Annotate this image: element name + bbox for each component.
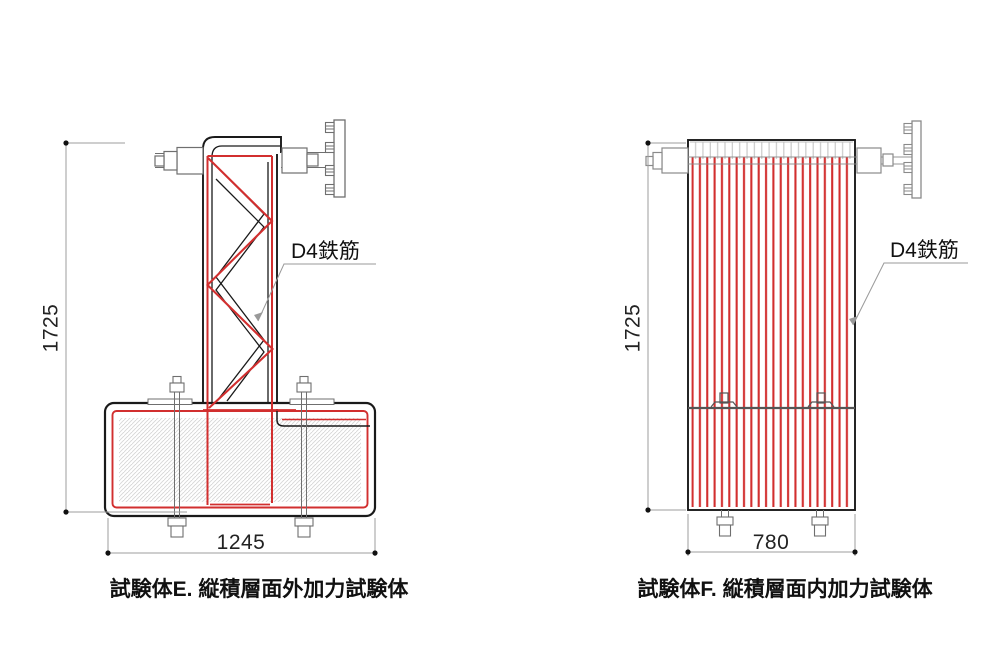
specimen-e-caption: 試験体E. 縦積層面外加力試験体 <box>110 577 410 601</box>
specimen-f-top-rod <box>645 120 922 199</box>
leader-arrowhead <box>849 316 858 325</box>
joint-anchors <box>710 392 835 408</box>
specimen-e-rebar-callout: D4鉄筋 <box>254 240 376 322</box>
specimen-f-bottom-bolts <box>716 510 829 537</box>
specimen-e-base-bolts <box>147 375 335 538</box>
specimen-f-height-dimension: 1725 <box>622 140 686 513</box>
base-joint-step <box>276 409 370 427</box>
dim-width-f: 780 <box>753 531 790 554</box>
specimen-f-panel <box>687 139 856 511</box>
panel-rebar-red <box>691 157 852 507</box>
rebar-zigzag <box>206 157 275 409</box>
specimen-f-drawing: 1725 780 D4鉄筋 試験体F. 縦積層面内加力試験体 <box>622 120 968 601</box>
specimen-e-drawing: 1725 1245 D4鉄筋 試験体E. 縦積層面外加力試験体 <box>40 119 410 601</box>
specimen-f-caption: 試験体F. 縦積層面内加力試験体 <box>637 577 933 601</box>
rebar-label-f: D4鉄筋 <box>890 239 959 262</box>
anchor-plate <box>911 120 922 199</box>
specimen-f-width-dimension: 780 <box>685 514 858 556</box>
specimen-e-height-dimension: 1725 <box>40 140 187 515</box>
dim-width-e: 1245 <box>217 531 266 554</box>
dim-height-f: 1725 <box>622 304 645 353</box>
rebar-label-e: D4鉄筋 <box>291 240 360 263</box>
truss-diagonal-line <box>215 178 265 402</box>
truss-diagonal-line <box>215 165 265 402</box>
anchor-plate <box>333 119 346 198</box>
plate-bolts <box>324 121 335 196</box>
plate-bolts <box>903 122 913 196</box>
specimen-e-top-rod-right <box>281 119 346 198</box>
specimen-e-width-dimension: 1245 <box>105 518 378 556</box>
leader-arrowhead <box>254 312 263 321</box>
specimen-e-base-block <box>103 401 377 518</box>
column-rebar-red <box>203 155 296 506</box>
dim-height-e: 1725 <box>40 304 63 353</box>
specimen-f-rebar-callout: D4鉄筋 <box>849 239 968 326</box>
specimen-e-top-rod-left <box>154 146 204 175</box>
